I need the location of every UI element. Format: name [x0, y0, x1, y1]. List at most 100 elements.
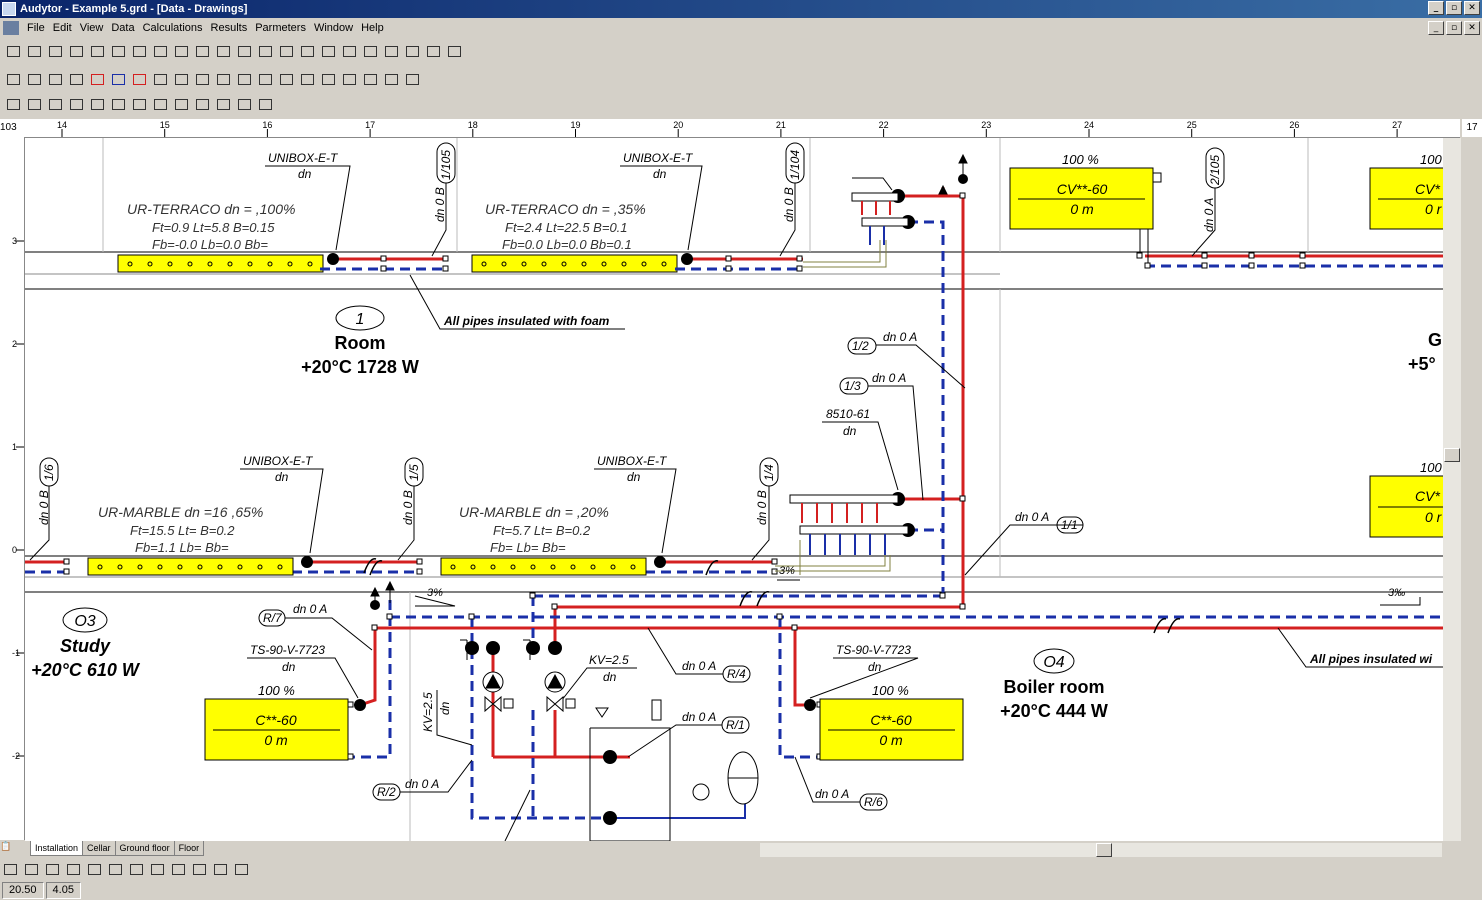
valve-nodes[interactable] [301, 174, 968, 825]
supply-pipe-icon[interactable] [87, 69, 108, 90]
pipe-split-icon[interactable] [297, 41, 318, 62]
fixture-icon[interactable] [129, 94, 150, 115]
angle45b-icon[interactable] [234, 69, 255, 90]
angle45-icon[interactable] [213, 69, 234, 90]
calculator-icon[interactable] [318, 41, 339, 62]
pan-icon[interactable] [24, 69, 45, 90]
menu-data[interactable]: Data [111, 22, 135, 34]
fixture-icon[interactable] [126, 859, 147, 880]
connector-icon[interactable] [402, 69, 423, 90]
export-icon[interactable] [108, 41, 129, 62]
room-name[interactable]: Study [60, 636, 111, 656]
radiation-icon[interactable] [381, 41, 402, 62]
tab-floor[interactable]: Floor [173, 841, 205, 856]
mirror-icon[interactable] [339, 41, 360, 62]
gear-icon[interactable] [402, 41, 423, 62]
supply-pipe-alt-icon[interactable] [129, 69, 150, 90]
grid-icon[interactable] [255, 94, 276, 115]
horizontal-scrollbar[interactable] [760, 843, 1442, 857]
flip-vertical-alt-icon[interactable] [444, 41, 465, 62]
floor-heating-strip[interactable] [117, 254, 324, 273]
tab-cellar[interactable]: Cellar [82, 841, 116, 856]
menu-calculations[interactable]: Calculations [142, 22, 203, 34]
floor-heating-strip[interactable] [471, 254, 678, 273]
flip-vertical-icon[interactable] [423, 41, 444, 62]
save-icon[interactable] [45, 41, 66, 62]
restore-button[interactable]: ▫ [1446, 1, 1462, 15]
menu-edit[interactable]: Edit [52, 22, 72, 34]
sheet-icon[interactable]: 📋 [0, 841, 12, 851]
bend-icon[interactable] [276, 69, 297, 90]
pipe-nodes[interactable] [63, 192, 1306, 760]
template-icon[interactable] [276, 41, 297, 62]
curve-icon[interactable] [192, 69, 213, 90]
print-icon[interactable] [87, 41, 108, 62]
table-icon[interactable] [0, 859, 21, 880]
room-icon[interactable] [150, 94, 171, 115]
eraser-icon[interactable] [63, 859, 84, 880]
doc-close-button[interactable]: ✕ [1464, 21, 1480, 35]
horizontal-scroll-thumb[interactable] [1096, 843, 1112, 857]
import-icon[interactable] [129, 41, 150, 62]
pointer-icon[interactable] [66, 69, 87, 90]
list-icon[interactable] [192, 94, 213, 115]
zoom-icon[interactable] [45, 69, 66, 90]
zoom-out-icon[interactable] [45, 94, 66, 115]
close-button[interactable]: ✕ [1464, 1, 1480, 15]
radiator-icon[interactable] [105, 859, 126, 880]
table-icon[interactable] [3, 94, 24, 115]
valve-icon[interactable] [255, 69, 276, 90]
room-icon[interactable] [147, 859, 168, 880]
copy-icon[interactable] [171, 41, 192, 62]
tee-icon[interactable] [318, 69, 339, 90]
return-pipe-icon[interactable] [108, 69, 129, 90]
floor-heating-strip[interactable] [440, 557, 647, 576]
paint-icon[interactable] [213, 94, 234, 115]
new-file-icon[interactable] [3, 41, 24, 62]
list-icon[interactable] [189, 859, 210, 880]
stop-icon[interactable] [360, 41, 381, 62]
vertical-scrollbar[interactable] [1443, 138, 1461, 841]
paste-icon[interactable] [192, 41, 213, 62]
doc-minimize-button[interactable]: _ [1428, 21, 1444, 35]
return-pipes[interactable] [25, 220, 1443, 820]
vertical-scroll-thumb[interactable] [1444, 448, 1460, 462]
pump[interactable] [482, 671, 566, 693]
minimize-button[interactable]: _ [1428, 1, 1444, 15]
print-preview-icon[interactable] [66, 41, 87, 62]
return-pipe-tank[interactable] [610, 800, 746, 819]
eraser-icon[interactable] [66, 94, 87, 115]
room-name[interactable]: Boiler room [1003, 677, 1104, 697]
valve-symbol[interactable] [460, 639, 576, 713]
find-icon[interactable] [234, 41, 255, 62]
menu-file[interactable]: File [27, 22, 45, 34]
room-name[interactable]: Room [335, 333, 386, 353]
info-icon[interactable] [171, 94, 192, 115]
doc-restore-button[interactable]: ▫ [1446, 21, 1462, 35]
document-icon[interactable] [3, 21, 19, 35]
cut-icon[interactable] [150, 41, 171, 62]
manifold-lower[interactable] [789, 494, 909, 535]
tab-ground-floor[interactable]: Ground floor [114, 841, 175, 856]
floor-heating-strip[interactable] [87, 557, 294, 576]
network-icon[interactable] [231, 859, 252, 880]
drawing-canvas[interactable]: UNIBOX-E-T dn UNIBOX-E-T dn UR-TERRACO d… [25, 138, 1443, 841]
menu-results[interactable]: Results [210, 22, 248, 34]
pipe-insert-icon[interactable] [84, 859, 105, 880]
radiator-icon[interactable] [108, 94, 129, 115]
menu-parameters[interactable]: Parmeters [255, 22, 306, 34]
open-folder-icon[interactable] [24, 41, 45, 62]
undo-icon[interactable] [213, 41, 234, 62]
room-name[interactable]: G [1428, 330, 1442, 350]
riser-icon[interactable] [339, 69, 360, 90]
zoom-in-icon[interactable] [24, 94, 45, 115]
building-icon[interactable] [255, 41, 276, 62]
info-icon[interactable] [168, 859, 189, 880]
pipe-end-icon[interactable] [150, 69, 171, 90]
fitting-icon[interactable] [360, 69, 381, 90]
supply-pipes[interactable] [25, 187, 1443, 759]
elbow-icon[interactable] [171, 69, 192, 90]
bracket-icon[interactable] [297, 69, 318, 90]
menu-window[interactable]: Window [313, 22, 354, 34]
paint-icon[interactable] [210, 859, 231, 880]
